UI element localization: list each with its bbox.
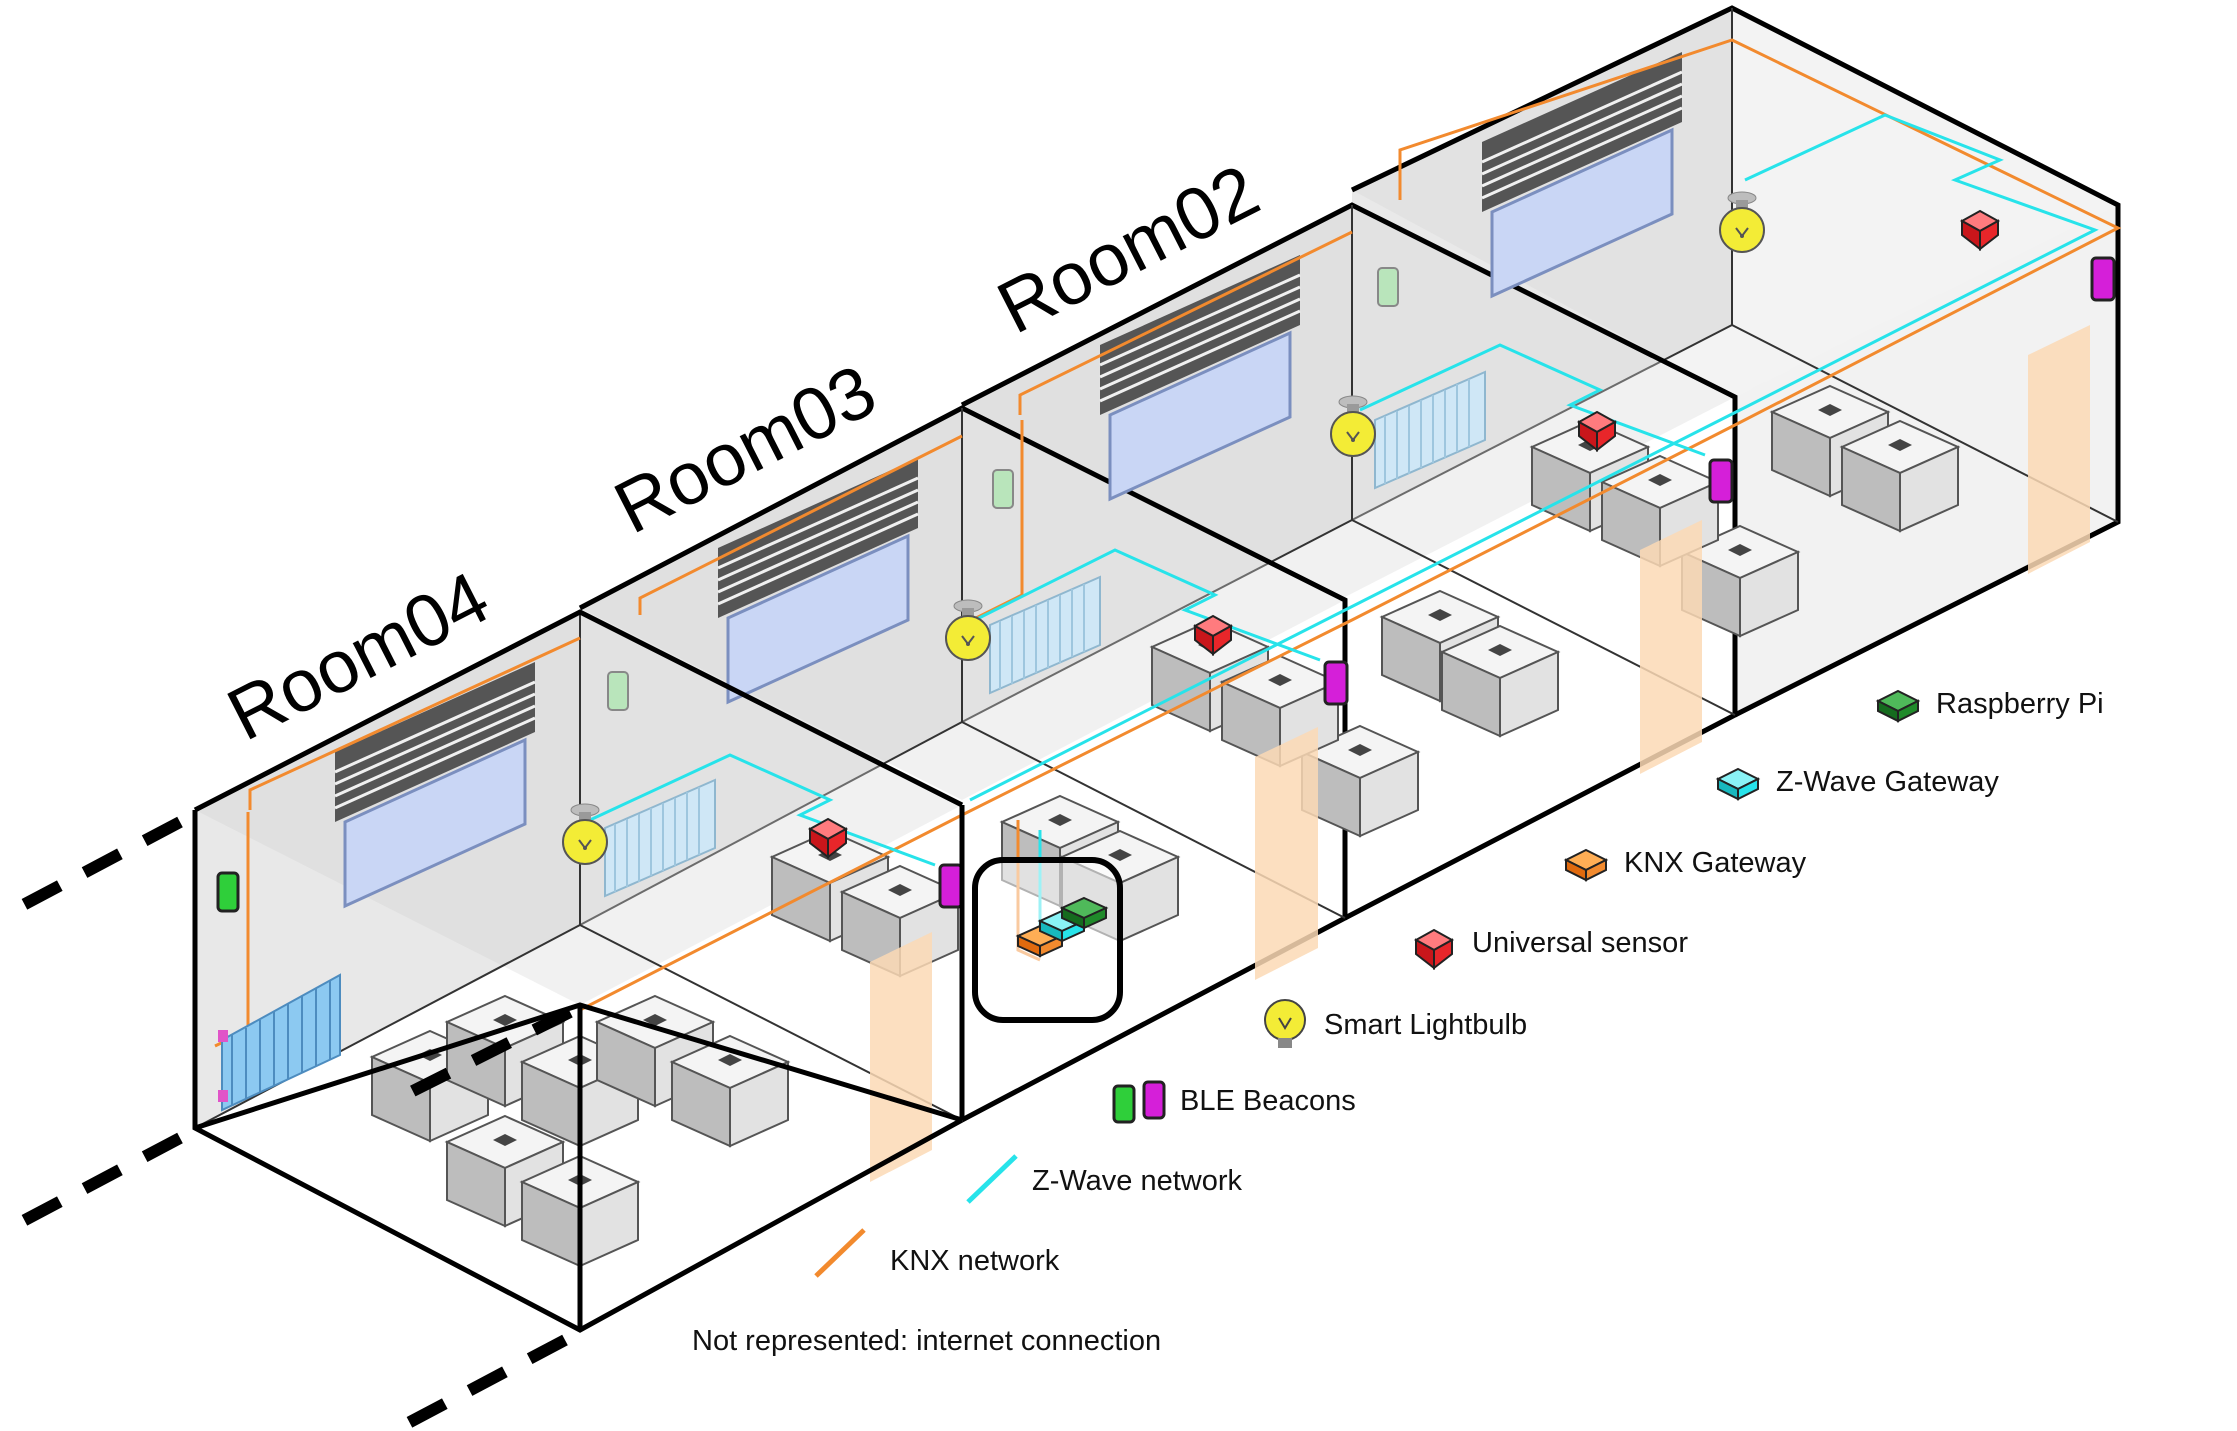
gateway-cabinet xyxy=(972,857,1123,1023)
legend-knx-gateway: KNX Gateway xyxy=(1624,847,1807,879)
ble-beacons-in-rooms xyxy=(216,256,2116,913)
room04-radiator xyxy=(218,973,341,1112)
raspberry-pi-icon xyxy=(1875,689,1921,723)
legend: Raspberry Pi Z-Wave Gateway KNX Gateway … xyxy=(814,688,2104,1278)
dashed-continuation xyxy=(7,816,573,1431)
legend-raspberry-pi: Raspberry Pi xyxy=(1936,688,2104,720)
doors xyxy=(870,325,2090,1182)
legend-ble-beacons: BLE Beacons xyxy=(1180,1085,1356,1117)
legend-universal-sensor: Universal sensor xyxy=(1472,927,1688,959)
internet-note: Not represented: internet connection xyxy=(692,1325,1161,1357)
legend-zwave-gateway: Z-Wave Gateway xyxy=(1776,766,1999,798)
knx-network-swatch xyxy=(814,1228,866,1278)
legend-zwave-network: Z-Wave network xyxy=(1032,1165,1243,1197)
legend-knx-network: KNX network xyxy=(890,1245,1060,1277)
ble-beacons-icon xyxy=(1112,1080,1166,1124)
front-edges xyxy=(192,609,965,1333)
universal-sensor-icon xyxy=(1415,929,1453,969)
knx-gateway-icon xyxy=(1563,848,1609,882)
legend-smart-lightbulb: Smart Lightbulb xyxy=(1324,1009,1527,1041)
zwave-gateway-icon xyxy=(1715,767,1761,801)
zwave-network-swatch xyxy=(966,1154,1018,1204)
smart-lightbulb-icon xyxy=(1264,999,1306,1048)
